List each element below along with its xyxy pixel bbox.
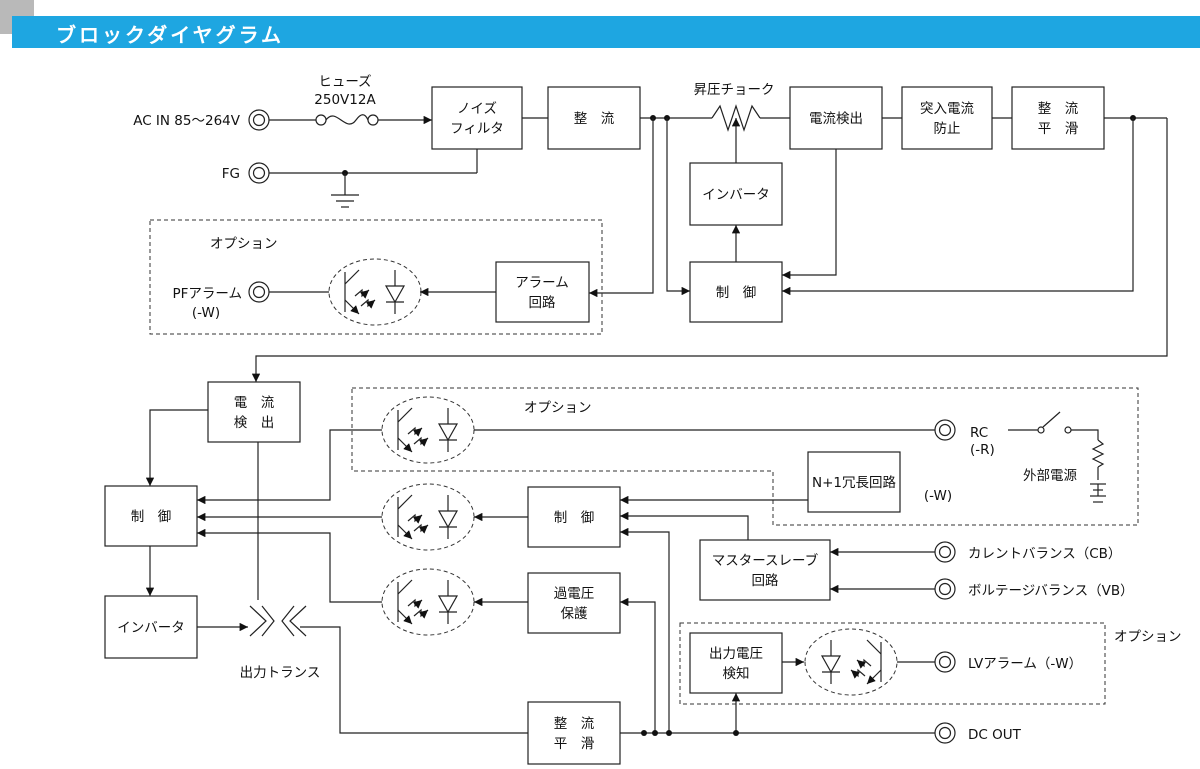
option-box-lv bbox=[679, 622, 1106, 705]
svg-text:平 滑: 平 滑 bbox=[554, 736, 595, 752]
option-box-rc bbox=[351, 387, 1139, 526]
rect-smooth-block-bottom: 整 流 平 滑 bbox=[527, 701, 621, 765]
svg-text:アラーム: アラーム bbox=[515, 275, 569, 291]
ac-in-label: AC IN 85～264V bbox=[133, 113, 241, 129]
output-transformer-label: 出力トランス bbox=[240, 665, 321, 681]
svg-text:電 流: 電 流 bbox=[234, 395, 275, 411]
choke-icon bbox=[711, 104, 761, 132]
photocoupler-icon-rc bbox=[382, 397, 474, 463]
fuse-icon bbox=[315, 114, 379, 126]
noise-filter-block: ノイズ フィルタ bbox=[431, 86, 523, 150]
rc-label: RC bbox=[970, 425, 988, 441]
option-label-3: オプション bbox=[1114, 629, 1182, 645]
svg-text:インバータ: インバータ bbox=[117, 620, 185, 636]
inverter-block-top: インバータ bbox=[689, 162, 783, 226]
rc-terminal-icon bbox=[934, 419, 956, 441]
control-block-top: 制 御 bbox=[689, 261, 783, 323]
ac-in-terminal-icon bbox=[248, 109, 270, 131]
boost-choke-label: 昇圧チョーク bbox=[694, 82, 775, 98]
photocoupler-icon-ctrl bbox=[382, 484, 474, 550]
ground-icon bbox=[331, 173, 359, 208]
control-block-left: 制 御 bbox=[104, 485, 198, 547]
current-detect-block-top: 電流検出 bbox=[789, 86, 883, 150]
svg-text:保護: 保護 bbox=[561, 606, 589, 622]
dc-out-label: DC OUT bbox=[968, 727, 1022, 743]
photocoupler-icon-ovp bbox=[382, 569, 474, 635]
svg-text:マスタースレーブ: マスタースレーブ bbox=[712, 552, 819, 569]
page-title: ブロックダイヤグラム bbox=[56, 23, 284, 47]
svg-text:検知: 検知 bbox=[723, 665, 750, 682]
svg-text:インバータ: インバータ bbox=[702, 187, 770, 203]
current-balance-terminal-icon bbox=[934, 541, 956, 563]
current-balance-label: カレントバランス（CB） bbox=[968, 546, 1121, 562]
pf-alarm-label: PFアラーム bbox=[172, 286, 242, 302]
fg-terminal-icon bbox=[248, 162, 270, 184]
lv-alarm-terminal-icon bbox=[934, 651, 956, 673]
dc-out-terminal-icon bbox=[934, 722, 956, 744]
header-bar bbox=[12, 16, 1200, 48]
external-power-label: 外部電源 bbox=[1023, 468, 1077, 484]
transformer-icon bbox=[249, 605, 307, 637]
svg-text:制 御: 制 御 bbox=[554, 510, 595, 526]
resistor-icon bbox=[1090, 439, 1106, 503]
pf-alarm-suffix: (-W) bbox=[192, 305, 220, 321]
svg-text:防止: 防止 bbox=[934, 121, 961, 137]
control-block-mid: 制 御 bbox=[527, 486, 621, 548]
svg-text:過電圧: 過電圧 bbox=[554, 586, 595, 602]
svg-text:回路: 回路 bbox=[752, 573, 780, 589]
svg-text:出力電圧: 出力電圧 bbox=[709, 646, 763, 662]
photocoupler-icon-pf bbox=[329, 259, 421, 325]
current-detect-block-mid: 電 流 検 出 bbox=[207, 381, 301, 443]
svg-text:整 流: 整 流 bbox=[1038, 101, 1079, 117]
svg-text:回路: 回路 bbox=[529, 295, 557, 311]
voltage-balance-terminal-icon bbox=[934, 578, 956, 600]
svg-text:制 御: 制 御 bbox=[131, 509, 172, 525]
redundancy-suffix: (-W) bbox=[924, 488, 952, 504]
fg-label: FG bbox=[222, 166, 240, 182]
rectifier-block-top: 整 流 bbox=[547, 86, 641, 150]
alarm-circuit-block: アラーム 回路 bbox=[495, 261, 590, 323]
svg-text:整 流: 整 流 bbox=[574, 111, 615, 127]
switch-icon bbox=[1008, 411, 1099, 440]
voltage-balance-label: ボルテージバランス（VB） bbox=[968, 583, 1134, 599]
fuse-label: ヒューズ bbox=[318, 74, 371, 90]
rect-smooth-block-top: 整 流 平 滑 bbox=[1011, 86, 1105, 150]
svg-text:検 出: 検 出 bbox=[234, 415, 275, 431]
svg-text:突入電流: 突入電流 bbox=[920, 101, 974, 117]
svg-text:ノイズ: ノイズ bbox=[457, 101, 497, 117]
inrush-block: 突入電流 防止 bbox=[901, 86, 993, 150]
overvoltage-block: 過電圧 保護 bbox=[527, 572, 621, 634]
master-slave-block: マスタースレーブ 回路 bbox=[699, 539, 831, 601]
svg-text:N+1冗長回路: N+1冗長回路 bbox=[812, 475, 896, 491]
redundancy-block: N+1冗長回路 bbox=[807, 451, 901, 513]
option-label-1: オプション bbox=[210, 236, 278, 252]
inverter-block-bottom: インバータ bbox=[104, 595, 198, 659]
option-label-2: オプション bbox=[524, 400, 592, 416]
output-voltage-detect-block: 出力電圧 検知 bbox=[689, 632, 783, 694]
svg-text:フィルタ: フィルタ bbox=[450, 121, 504, 137]
photocoupler-icon-lv bbox=[805, 629, 897, 695]
svg-text:制 御: 制 御 bbox=[716, 285, 757, 301]
svg-text:平 滑: 平 滑 bbox=[1038, 121, 1079, 137]
pf-alarm-terminal-icon bbox=[248, 281, 270, 303]
option-box-pf bbox=[149, 219, 603, 335]
rc-suffix: (-R) bbox=[970, 442, 995, 458]
lv-alarm-label: LVアラーム（-W） bbox=[968, 656, 1082, 672]
svg-text:電流検出: 電流検出 bbox=[809, 111, 863, 127]
fuse-rating: 250V12A bbox=[314, 92, 376, 108]
section-header: ブロックダイヤグラム bbox=[0, 0, 1200, 50]
svg-text:整 流: 整 流 bbox=[554, 716, 595, 732]
